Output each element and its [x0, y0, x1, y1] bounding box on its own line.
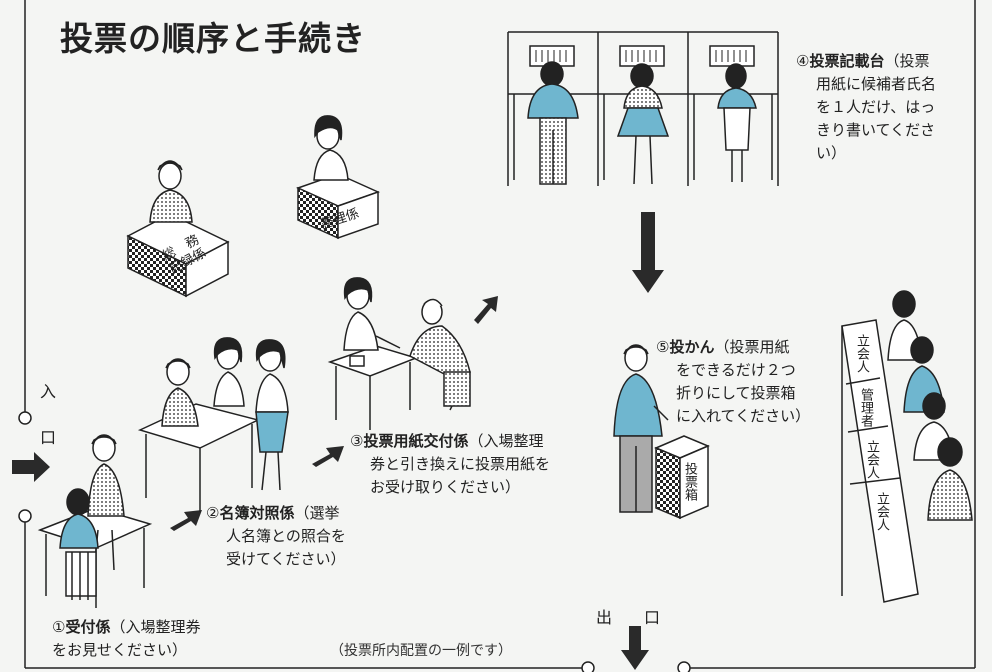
- room-border: [24, 0, 976, 669]
- booth-voter2-figure: [616, 63, 670, 185]
- step2-caption: ②名簿対照係（選挙 人名簿との照合を 受けてください）: [206, 504, 346, 568]
- entrance-label-char1: 入: [40, 382, 57, 401]
- step3-caption: ③投票用紙交付係（入場整理 券と引き換えに投票用紙を お受け取りください）: [350, 432, 551, 496]
- witness-label-2: 立会人: [864, 440, 879, 479]
- witness-label-3: 立会人: [874, 492, 889, 531]
- ballot-voter-figure: [613, 344, 669, 513]
- register-voter-figure: [255, 339, 289, 491]
- exit-door-left-icon: [581, 661, 595, 672]
- entrance-door-top-icon: [18, 411, 32, 425]
- seiri-desk: [295, 173, 381, 240]
- page-title: 投票の順序と手続き: [60, 19, 366, 58]
- voting-booths: [507, 31, 779, 186]
- exit-label-char1: 出: [596, 608, 613, 627]
- arrow-to-step2-icon: [170, 510, 202, 531]
- reception-voter-figure: [59, 488, 99, 600]
- entrance-label-char2: 口: [40, 428, 57, 447]
- soumu-desk: [126, 213, 230, 298]
- step4-caption: ④投票記載台（投票 用紙に候補者氏名 を１人だけ、はっ きり書いてくださ い）: [796, 52, 937, 162]
- ballot-box-label: 投票箱: [682, 462, 697, 501]
- elderly-voter-figure: [409, 298, 471, 411]
- booth-signs: [529, 45, 755, 67]
- exit-door-right-icon: [677, 661, 691, 672]
- reception-clerk-figure: [87, 434, 125, 571]
- seiri-clerk-figure: [313, 115, 349, 181]
- manager-label: 管理者: [858, 388, 873, 427]
- witness-figures: [887, 290, 973, 521]
- register-clerk2-figure: [213, 337, 245, 407]
- arrow-to-step3-icon: [312, 446, 344, 467]
- exit-label-char2: 口: [644, 608, 661, 627]
- arrow-down-to-ballot-icon: [632, 212, 664, 293]
- arrow-to-booths-icon: [474, 296, 498, 324]
- exit-arrow-icon: [621, 626, 649, 670]
- entrance-door-bottom-icon: [18, 509, 32, 523]
- soumu-clerk-figure: [149, 160, 193, 223]
- ballot-issue-desk: [327, 345, 419, 430]
- layout-footnote: （投票所内配置の一例です）: [330, 643, 512, 659]
- entrance-arrow-icon: [12, 452, 50, 482]
- ballot-clerk-figure: [343, 277, 401, 351]
- register-desk: [137, 403, 261, 512]
- register-clerk1-figure: [161, 358, 199, 427]
- step1-caption: ①受付係（入場整理券 をお見せください）: [52, 618, 201, 659]
- ballot-box: [654, 435, 710, 520]
- booth-voter1-figure: [527, 61, 579, 185]
- booth-sign-ticks: [535, 50, 747, 62]
- step5-caption: ⑤投かん（投票用紙 をできるだけ２つ 折りにして投票箱 に入れてください）: [656, 338, 811, 425]
- witness-table: [841, 319, 919, 603]
- witness-label-1: 立会人: [854, 334, 869, 373]
- booth-voter3-figure: [717, 63, 757, 182]
